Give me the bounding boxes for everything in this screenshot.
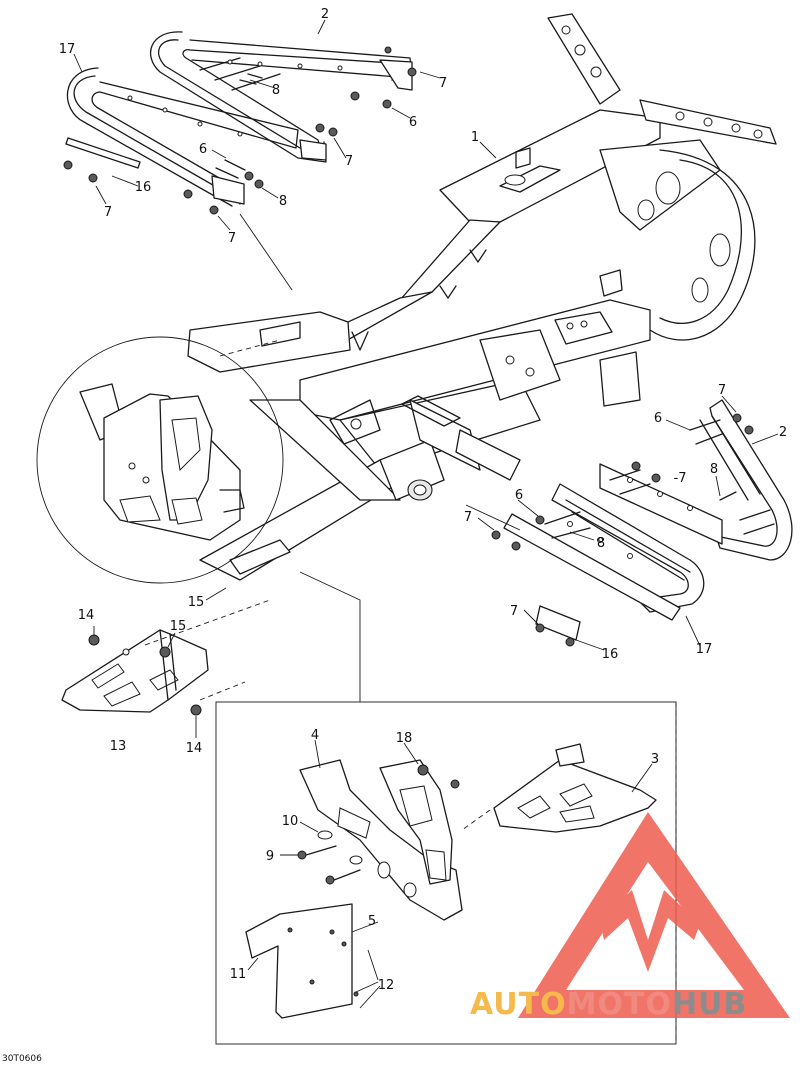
- top-hardware: [63, 46, 417, 215]
- front-bracket-13: [61, 599, 271, 738]
- callout-c3: 3: [651, 752, 659, 767]
- callout-c16b: 16: [602, 647, 619, 662]
- callout-c18: 18: [396, 731, 413, 746]
- callout-c6b: 6: [199, 142, 207, 157]
- callout-c16a: 16: [135, 180, 152, 195]
- front-lower-frame: [199, 395, 521, 581]
- callout-c8d: 8: [597, 536, 605, 551]
- callout-c6c: 6: [654, 411, 662, 426]
- callout-c4: 4: [311, 728, 319, 743]
- callout-c8a: 8: [272, 83, 280, 98]
- callout-c7g: 7: [464, 510, 472, 525]
- watermark-text-hub: HUB: [672, 987, 747, 1022]
- rear-rack-lower: [66, 67, 299, 207]
- side-hardware: [491, 413, 754, 647]
- reference-code: 30T0606: [2, 1054, 42, 1064]
- side-rack-2: [599, 399, 793, 561]
- callout-c7e: 7: [718, 383, 726, 398]
- callout-c17b: 17: [696, 642, 713, 657]
- callout-c7b: 7: [345, 154, 353, 169]
- callout-c15a: 15: [188, 595, 205, 610]
- callout-c7h: 7: [510, 604, 518, 619]
- watermark-text-auto: AUTO: [470, 987, 567, 1022]
- callout-c11: 11: [230, 967, 247, 982]
- callout-c12: 12: [378, 978, 395, 993]
- callout-c2a: 2: [321, 7, 329, 22]
- callout-c7d: 7: [228, 231, 236, 246]
- callout-c6d: 6: [515, 488, 523, 503]
- watermark-text-moto: MOTO: [567, 987, 672, 1022]
- watermark-m-icon: [600, 890, 700, 972]
- callout-c1: 1: [471, 130, 479, 145]
- detail-circle: [36, 336, 284, 584]
- callout-c13: 13: [110, 739, 127, 754]
- callout-c8c: 8: [710, 462, 718, 477]
- detail-inset-box: [215, 571, 677, 1045]
- callout-c10: 10: [282, 814, 299, 829]
- watermark-triangle-icon: [518, 812, 790, 1018]
- callout-c5: 5: [368, 914, 376, 929]
- callout-c8b: 8: [279, 194, 287, 209]
- callout-c7f: -7: [674, 471, 687, 486]
- callout-c2b: 2: [779, 425, 787, 440]
- callout-c14b: 14: [186, 741, 203, 756]
- watermark-text: AUTOMOTOHUB: [470, 987, 747, 1022]
- callout-c17a: 17: [59, 42, 76, 57]
- callout-c9: 9: [266, 849, 274, 864]
- leader-lines: [73, 19, 779, 856]
- callout-c7a: 7: [439, 76, 447, 91]
- callout-c14a: 14: [78, 608, 95, 623]
- watermark-logo: [518, 812, 790, 1018]
- callout-c15b: 15: [170, 619, 187, 634]
- rear-rack-upper: [150, 31, 413, 163]
- callout-c6a: 6: [409, 115, 417, 130]
- callout-c7c: 7: [104, 205, 112, 220]
